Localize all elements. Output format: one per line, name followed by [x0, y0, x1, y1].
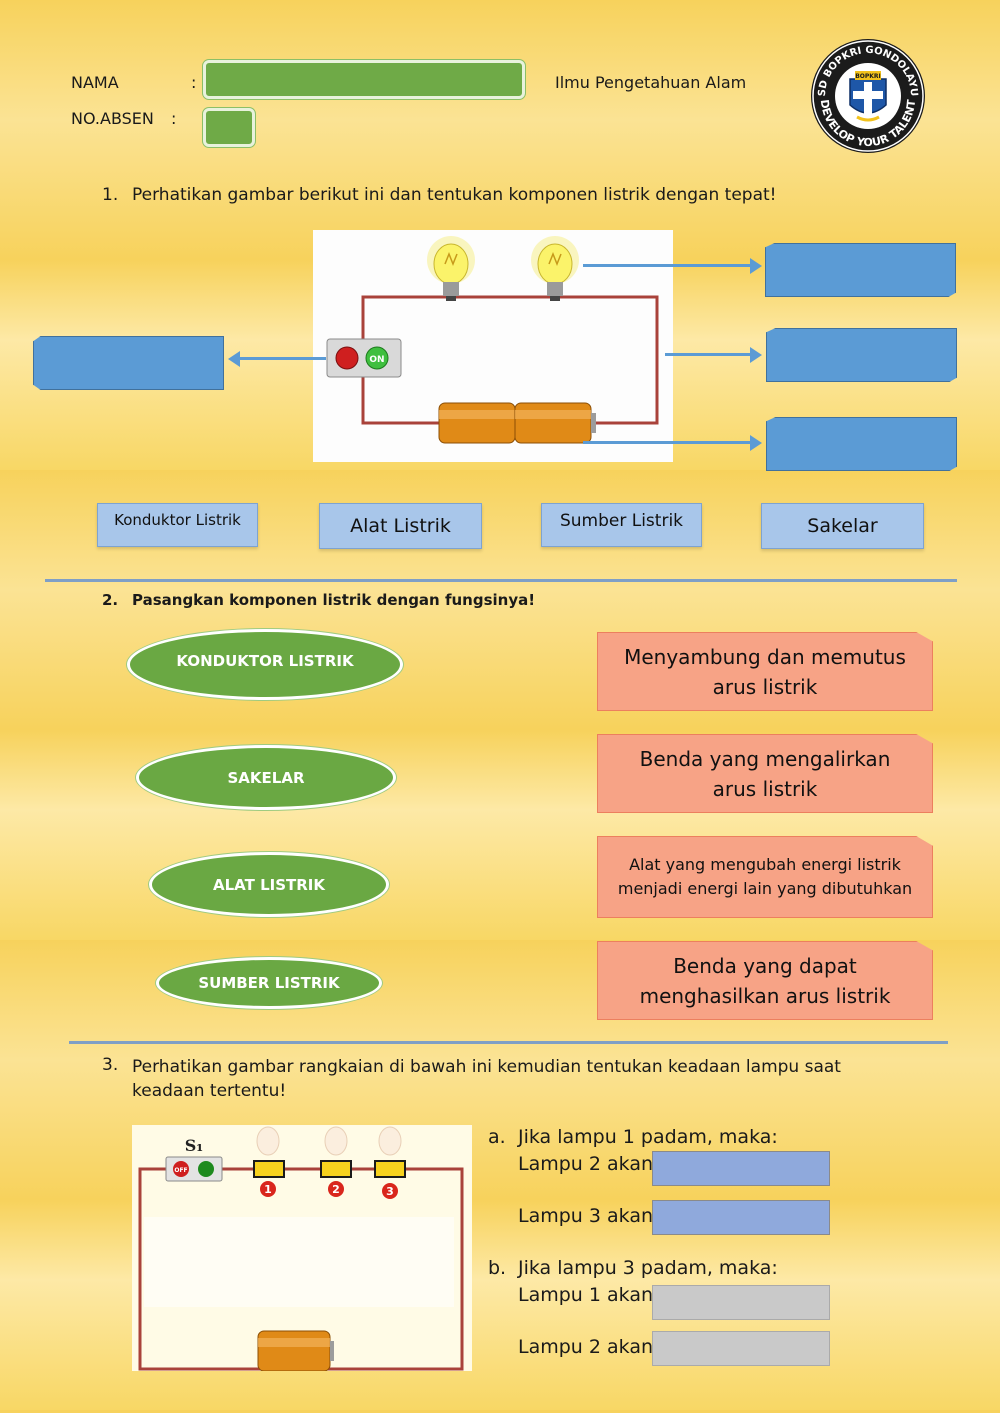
bulb-off-icon: 1: [253, 1126, 285, 1197]
drop-target-sakelar[interactable]: [33, 336, 224, 390]
nama-colon: :: [191, 73, 197, 92]
section-divider: [69, 1041, 948, 1044]
arrow-to-label-3: [583, 441, 755, 444]
function-card-4[interactable]: Benda yang dapat menghasilkan arus listr…: [597, 941, 933, 1020]
lamp-number-1: 1: [264, 1183, 272, 1196]
component-sakelar[interactable]: SAKELAR: [136, 745, 396, 810]
option-alat-listrik[interactable]: Alat Listrik: [319, 503, 482, 549]
function-card-2[interactable]: Benda yang mengalirkan arus listrik: [597, 734, 933, 813]
bulb-icon: [427, 236, 475, 301]
circuit-image-2: S₁ OFF 1 2 3: [132, 1125, 472, 1372]
q3-number: 3.: [102, 1055, 119, 1075]
q1-number: 1.: [102, 185, 119, 205]
logo-badge: BOPKRI: [855, 73, 881, 80]
battery-icon: [438, 402, 520, 444]
nama-label: NAMA: [71, 73, 119, 92]
bulb-icon: [531, 236, 579, 301]
answer-a-lampu3[interactable]: [652, 1200, 830, 1235]
arrow-head-icon: [750, 435, 762, 451]
q3-text: Perhatikan gambar rangkaian di bawah ini…: [132, 1057, 841, 1101]
option-sakelar[interactable]: Sakelar: [761, 503, 924, 549]
arrow-to-label-left: [238, 357, 326, 360]
absen-label: NO.ABSEN: [71, 109, 154, 128]
switch-on-label: ON: [369, 355, 384, 365]
q3a-line1: Lampu 2 akan: [518, 1153, 654, 1175]
component-konduktor-listrik[interactable]: KONDUKTOR LISTRIK: [127, 629, 403, 700]
q1-text: Perhatikan gambar berikut ini dan tentuk…: [132, 185, 777, 205]
option-konduktor-listrik[interactable]: Konduktor Listrik: [97, 503, 258, 547]
arrow-to-label-2: [665, 353, 755, 356]
circuit-image-1: ON: [313, 230, 673, 462]
lamp-number-2: 2: [332, 1183, 340, 1196]
section-divider: [45, 579, 957, 582]
q3a-label: a.: [488, 1126, 506, 1148]
battery-icon: [257, 1330, 334, 1372]
bulb-off-icon: 2: [320, 1126, 352, 1197]
option-sumber-listrik[interactable]: Sumber Listrik: [541, 503, 702, 547]
q3a-line2: Lampu 3 akan: [518, 1205, 654, 1227]
arrow-head-icon: [228, 351, 240, 367]
q2-text: Pasangkan komponen listrik dengan fungsi…: [132, 591, 536, 609]
arrow-head-icon: [750, 347, 762, 363]
answer-b-lampu1[interactable]: [652, 1285, 830, 1320]
q2-number: 2.: [102, 591, 119, 609]
drop-target-kabel[interactable]: [766, 328, 957, 382]
q3a-text: Jika lampu 1 padam, maka:: [518, 1126, 778, 1148]
subject-title: Ilmu Pengetahuan Alam: [555, 73, 747, 92]
component-alat-listrik[interactable]: ALAT LISTRIK: [149, 852, 389, 917]
battery-icon: [514, 402, 596, 444]
switch-icon: ON: [326, 338, 402, 378]
nama-input[interactable]: [203, 60, 525, 99]
function-card-1[interactable]: Menyambung dan memutus arus listrik: [597, 632, 933, 711]
drop-target-lampu[interactable]: [765, 243, 956, 297]
q3b-label: b.: [488, 1257, 507, 1279]
lamp-number-3: 3: [386, 1185, 394, 1198]
answer-b-lampu2[interactable]: [652, 1331, 830, 1366]
q3b-line2: Lampu 2 akan: [518, 1336, 654, 1358]
arrow-head-icon: [750, 258, 762, 274]
school-logo: SD BOPKRI GONDOLAYU DEVELOP YOUR TALENT …: [807, 37, 929, 155]
q3b-line1: Lampu 1 akan: [518, 1284, 654, 1306]
absen-input[interactable]: [203, 108, 255, 147]
bulb-off-icon: 3: [374, 1126, 406, 1199]
answer-a-lampu2[interactable]: [652, 1151, 830, 1186]
q3b-text: Jika lampu 3 padam, maka:: [518, 1257, 778, 1279]
switch-icon: OFF: [165, 1156, 223, 1182]
arrow-to-label-1: [583, 264, 755, 267]
switch-s1-label: S₁: [185, 1136, 204, 1155]
switch-off-label: OFF: [174, 1167, 187, 1174]
drop-target-baterai[interactable]: [766, 417, 957, 471]
function-card-3[interactable]: Alat yang mengubah energi listrik menjad…: [597, 836, 933, 918]
component-sumber-listrik[interactable]: SUMBER LISTRIK: [156, 957, 382, 1009]
absen-colon: :: [171, 109, 177, 128]
